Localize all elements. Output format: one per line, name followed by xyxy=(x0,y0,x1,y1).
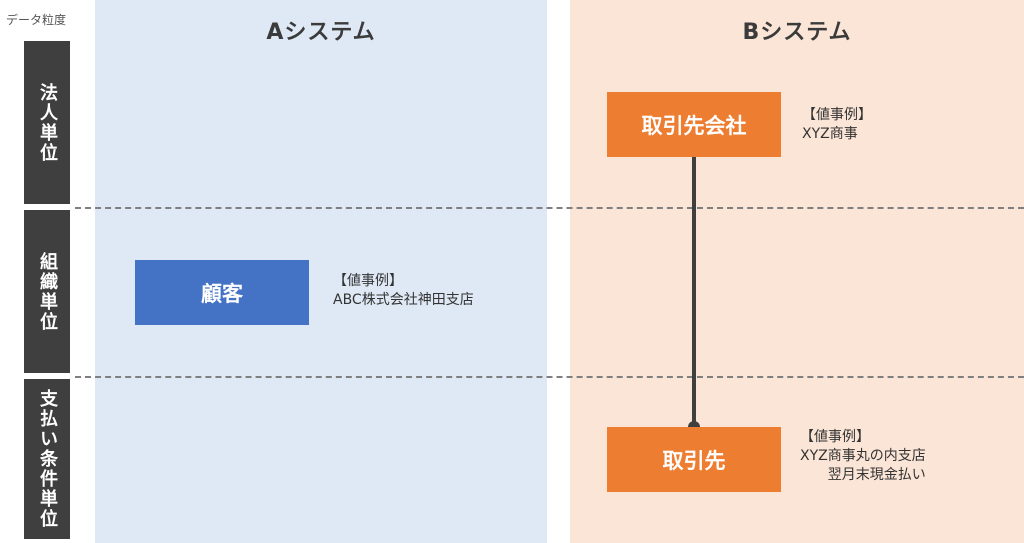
row-label-payment-terms: 支払い条件単位 xyxy=(24,379,70,539)
example-note-partner-company: 【値事例】 XYZ商事 xyxy=(802,106,872,144)
entity-partner-company-label: 取引先会社 xyxy=(641,113,747,138)
row-label-organization: 組織単位 xyxy=(24,210,70,373)
row-divider xyxy=(75,207,1024,209)
example-value-line1: XYZ商事丸の内支店 xyxy=(800,448,926,464)
example-heading: 【値事例】 xyxy=(333,273,403,289)
granularity-label: データ粒度 xyxy=(6,13,67,27)
entity-customer-box: 顧客 xyxy=(135,260,309,325)
row-divider xyxy=(75,376,1024,378)
example-value: ABC株式会社神田支店 xyxy=(333,292,474,308)
example-note-partner: 【値事例】 XYZ商事丸の内支店 翌月末現金払い xyxy=(800,428,926,485)
entity-customer-label: 顧客 xyxy=(201,281,243,306)
example-note-customer: 【値事例】 ABC株式会社神田支店 xyxy=(333,272,474,310)
example-heading: 【値事例】 xyxy=(802,107,872,123)
row-label-text: 法人単位 xyxy=(37,82,58,163)
example-heading: 【値事例】 xyxy=(800,429,870,445)
example-value: XYZ商事 xyxy=(802,126,858,142)
row-label-text: 組織単位 xyxy=(37,251,58,332)
row-label-text: 支払い条件単位 xyxy=(37,389,58,529)
entity-partner-label: 取引先 xyxy=(662,448,726,473)
example-value-line2: 翌月末現金払い xyxy=(827,467,926,483)
system-b-title: Bシステム xyxy=(742,20,852,45)
entity-partner-box: 取引先 xyxy=(607,427,781,492)
relation-line xyxy=(692,157,696,428)
row-label-corporate: 法人単位 xyxy=(24,41,70,204)
entity-partner-company-box: 取引先会社 xyxy=(607,92,781,157)
system-a-title: Aシステム xyxy=(266,20,376,45)
